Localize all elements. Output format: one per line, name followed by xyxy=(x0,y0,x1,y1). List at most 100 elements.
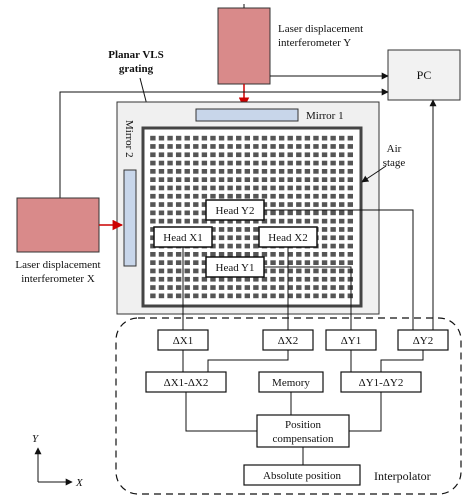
grating-cell xyxy=(270,260,276,265)
dx2-to-dxdiff xyxy=(207,350,289,372)
grating-cell xyxy=(330,276,336,282)
grating-cell xyxy=(193,210,199,216)
grating-cell xyxy=(184,252,190,257)
position-compensation-box xyxy=(256,414,350,448)
grating-cell xyxy=(175,268,182,274)
grating-cell xyxy=(304,218,311,224)
grating-cell xyxy=(304,185,311,191)
grating-cell xyxy=(210,276,216,282)
grating-cell xyxy=(313,193,319,199)
grating-cell xyxy=(218,252,225,257)
grating-cell xyxy=(150,185,156,191)
grating-cell xyxy=(244,144,250,149)
grating-cell xyxy=(270,218,276,224)
grating-cell xyxy=(278,252,285,257)
grating-cell xyxy=(321,135,328,141)
grating-cell xyxy=(330,210,336,216)
position-compensation-label-line1: Position xyxy=(285,419,322,431)
planar-label-line2: grating xyxy=(119,63,154,75)
grating-cell xyxy=(184,193,190,199)
grating-cell xyxy=(184,185,190,191)
grating-cell xyxy=(175,185,182,191)
grating-cell xyxy=(175,202,182,207)
grating-cell xyxy=(339,285,345,290)
grating-cell xyxy=(210,227,216,232)
grating-cell xyxy=(339,193,345,199)
air-stage-label-line2: stage xyxy=(383,157,406,169)
grating-cell xyxy=(218,193,225,199)
grating-cell xyxy=(150,252,156,257)
grating-cell xyxy=(270,268,276,274)
grating-cell xyxy=(175,260,182,265)
grating-cell xyxy=(278,169,285,174)
grating-cell xyxy=(330,144,336,149)
grating-cell xyxy=(313,293,319,299)
grating-cell xyxy=(167,144,173,149)
grating-cell xyxy=(304,160,311,166)
grating-cell xyxy=(227,152,233,158)
grating-cell xyxy=(201,293,208,299)
grating-cell xyxy=(270,210,276,216)
grating-cell xyxy=(244,276,250,282)
interpolator-label: Interpolator xyxy=(374,469,431,483)
grating-cell xyxy=(210,285,216,290)
grating-cell xyxy=(296,193,302,199)
grating-cell xyxy=(158,210,165,216)
grating-cell xyxy=(193,135,199,141)
grating-cell xyxy=(150,193,156,199)
dydiff-to-poscomp xyxy=(349,392,382,432)
grating-cell xyxy=(321,144,328,149)
grating-cell xyxy=(218,218,225,224)
grating-cell xyxy=(287,169,293,174)
grating-cell xyxy=(313,210,319,216)
grating-cell xyxy=(253,144,259,149)
grating-cell xyxy=(244,185,250,191)
grating-cell xyxy=(330,285,336,290)
grating-cell xyxy=(287,193,293,199)
grating-cell xyxy=(201,252,208,257)
grating-cell xyxy=(193,152,199,158)
grating-cell xyxy=(201,185,208,191)
grating-cell xyxy=(261,218,268,224)
grating-cell xyxy=(296,268,302,274)
grating-cell xyxy=(304,135,311,141)
grating-cell xyxy=(253,285,259,290)
grating-cell xyxy=(339,185,345,191)
grating-cell xyxy=(158,169,165,174)
grating-cell xyxy=(296,260,302,265)
grating-cell xyxy=(296,202,302,207)
grating-cell xyxy=(270,160,276,166)
grating-cell xyxy=(347,193,353,199)
grating-cell xyxy=(167,169,173,174)
grating-cell xyxy=(184,293,190,299)
grating-cell xyxy=(339,293,345,299)
grating-cell xyxy=(278,135,285,141)
grating-cell xyxy=(313,202,319,207)
grating-cell xyxy=(244,227,250,232)
grating-cell xyxy=(253,235,259,241)
grating-cell xyxy=(227,218,233,224)
grating-cell xyxy=(253,135,259,141)
grating-cell xyxy=(278,160,285,166)
grating-cell xyxy=(287,152,293,158)
planar-label-line1: Planar VLS xyxy=(108,49,164,61)
grating-cell xyxy=(184,169,190,174)
grating-cell xyxy=(278,268,285,274)
grating-cell xyxy=(270,169,276,174)
grating-cell xyxy=(347,235,353,241)
grating-cell xyxy=(313,177,319,182)
grating-cell xyxy=(270,276,276,282)
grating-cell xyxy=(244,169,250,174)
dxdiff-to-poscomp xyxy=(185,392,257,432)
grating-cell xyxy=(167,218,173,224)
grating-cell xyxy=(287,144,293,149)
grating-cell xyxy=(227,227,233,232)
dy2-to-dydiff xyxy=(380,350,424,372)
grating-cell xyxy=(244,252,250,257)
grating-cell xyxy=(304,210,311,216)
grating-cell xyxy=(201,177,208,182)
grating-cell xyxy=(321,268,328,274)
grating-cell xyxy=(167,152,173,158)
grating-cell xyxy=(313,144,319,149)
grating-cell xyxy=(347,152,353,158)
